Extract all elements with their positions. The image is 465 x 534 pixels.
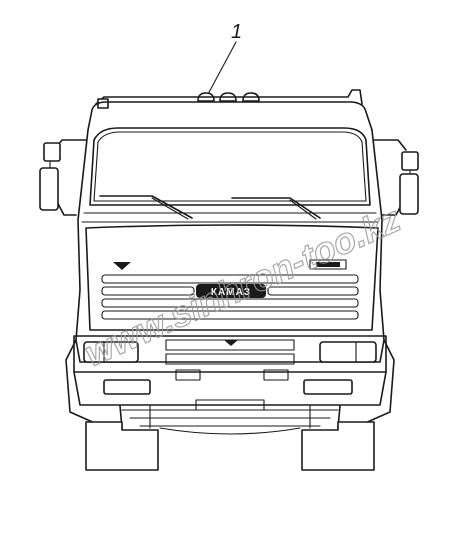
grille-brand-label: КАМАЗ [211,287,251,298]
headlight-left [83,341,139,363]
windshield [89,127,371,206]
wheel-right [301,421,375,471]
lower-bumper [73,371,387,406]
mirror-left [39,139,87,216]
windshield-inner-edge [93,131,367,202]
callout-leader-line [206,41,237,97]
model-badge-fill [316,262,340,267]
roof-top [87,89,373,131]
fog-light-left [103,379,151,395]
emblem-icon [113,262,131,270]
cab-body [75,129,385,363]
tow-hook-right [263,369,289,381]
grille-slats [101,274,359,320]
grille-brand-plate: КАМАЗ [196,284,266,298]
tow-hook-left [175,369,201,381]
hood-front-panel [85,224,379,331]
chassis-frame [121,399,339,435]
wiper-left [99,195,193,220]
fog-light-right [303,379,353,395]
mirror-right [373,139,419,216]
callout-number: 1 [231,21,242,43]
model-badge [309,259,347,270]
headlight-right [319,341,377,363]
wiper-right [231,197,321,220]
wheel-left [85,421,159,471]
bumper-center-vent [165,339,295,365]
